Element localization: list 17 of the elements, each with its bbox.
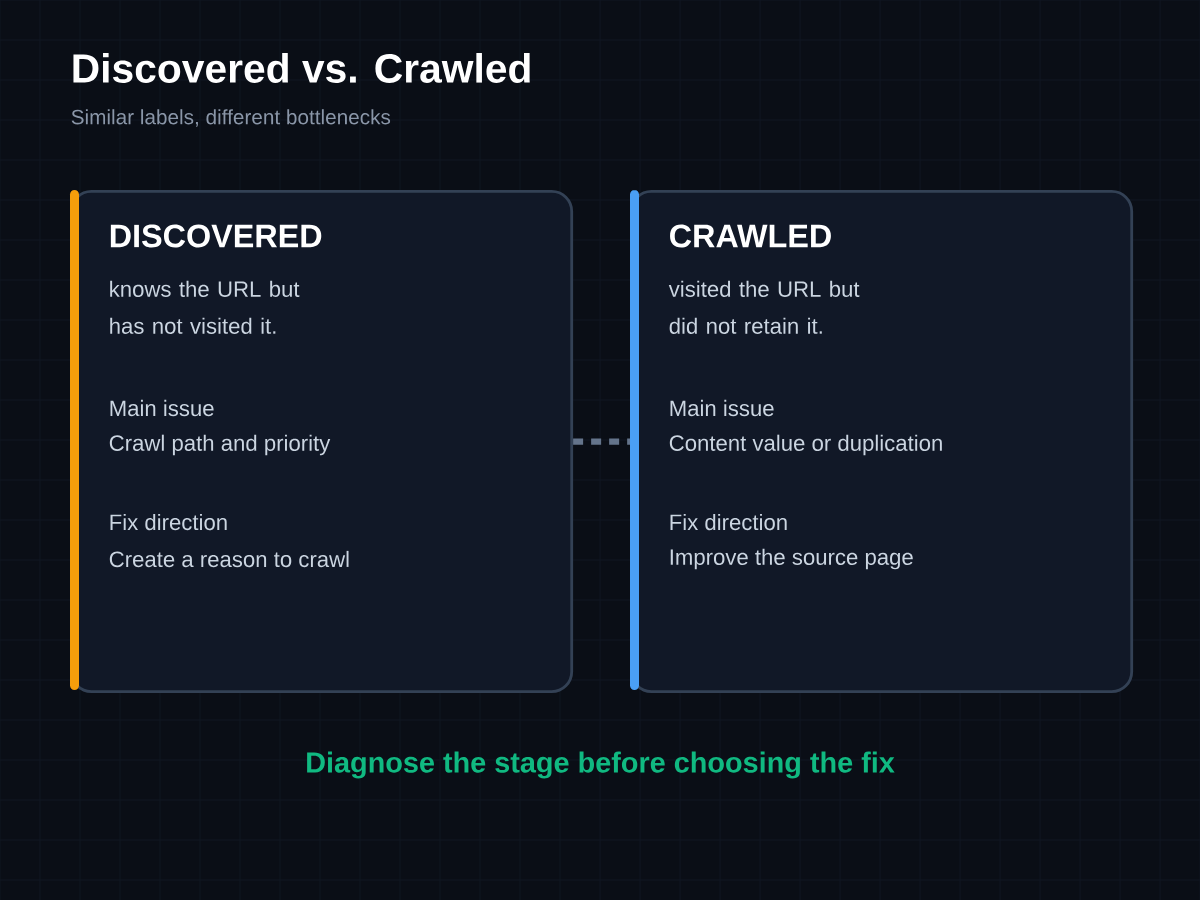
subtitle: Similar labels, different bottlenecks [71,109,391,127]
conclusion-text: Diagnose the stage before choosing the fix [307,751,895,779]
card-heading: DISCOVERED [110,224,322,248]
card-text: Fix direction [110,513,227,531]
card-text: Fix direction [670,513,787,531]
card-text: visited the URL but did not retain it. [668,280,860,334]
card-text: Content value or duplication [669,434,942,456]
card-text: Create a reason to crawl [109,550,349,568]
card [70,190,574,694]
card-heading: CRAWLED [670,224,831,248]
card-text: Main issue [110,399,214,417]
card-text: Main issue [670,399,774,417]
card [630,190,1134,694]
card-text: Improve the source page [670,548,913,570]
card-text: Crawl path and priority [109,434,331,456]
title: Discovered vs. Crawled [73,53,530,83]
card-text: knows the URL but has not visited it. [110,280,300,334]
